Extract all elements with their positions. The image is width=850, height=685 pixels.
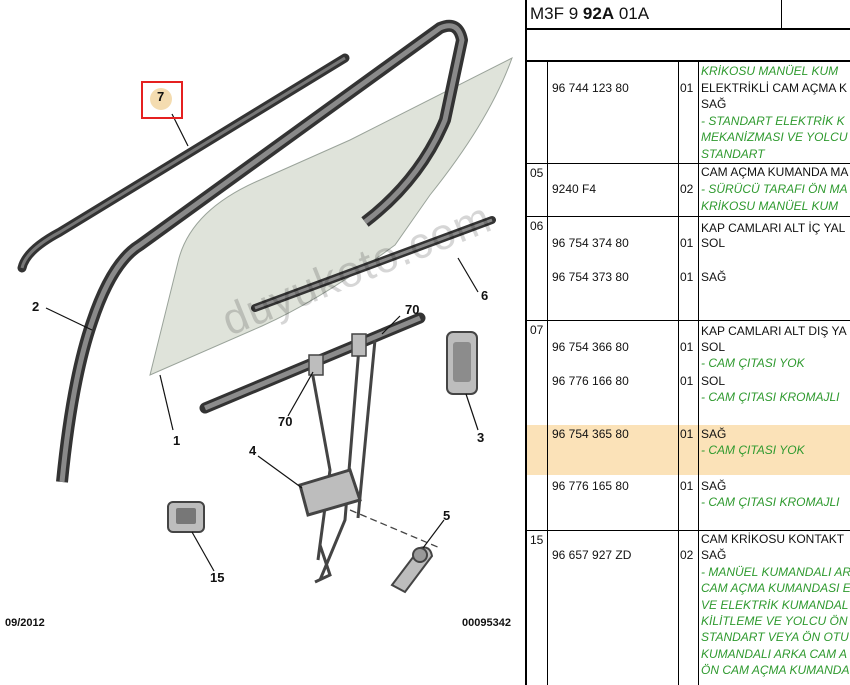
leader-7	[171, 113, 189, 147]
ref-number: 07	[530, 323, 544, 337]
part-number[interactable]: 96 754 366 80	[552, 340, 629, 354]
parts-subheader	[527, 28, 850, 62]
diagram-number: 00095342	[462, 617, 511, 629]
callout-70b[interactable]: 70	[278, 414, 293, 429]
part-note: KUMANDALI ARKA CAM A	[701, 646, 848, 661]
part-note: VE ELEKTRİK KUMANDAL	[701, 597, 849, 612]
part-number[interactable]: 96 754 374 80	[552, 236, 629, 250]
part-description: SAĞ	[701, 97, 727, 111]
part-note: - CAM ÇITASI KROMAJLI	[701, 495, 840, 509]
part-number[interactable]: 96 776 166 80	[552, 374, 629, 388]
quantity: 01	[680, 340, 694, 354]
window-crank-handle	[390, 546, 434, 594]
parts-list-panel: M3F 9 92A 01A KRİKOSU MANÜEL KUM 96 744 1…	[525, 0, 850, 685]
callout-4[interactable]: 4	[249, 443, 257, 458]
callout-6[interactable]: 6	[481, 288, 489, 303]
part-note: - MANÜEL KUMANDALI AR	[701, 564, 850, 579]
part-number[interactable]: 96 776 165 80	[552, 479, 629, 493]
model-code: M3F 9 92A 01A	[530, 4, 650, 23]
callout-3[interactable]: 3	[477, 430, 485, 445]
glass-clip	[308, 354, 324, 376]
part-description: SAĞ	[701, 548, 727, 563]
exploded-view-drawing	[17, 19, 513, 594]
part-description: CAM KRİKOSU KONTAKT	[701, 532, 845, 546]
quantity: 02	[680, 182, 694, 196]
ref-number: 15	[530, 533, 544, 547]
part-description: CAM AÇMA KUMANDA MA	[701, 165, 849, 179]
part-description: ELEKTRİKLİ CAM AÇMA K	[701, 80, 848, 95]
selected-callout-marker	[150, 88, 172, 110]
part-description: SAĞ	[701, 270, 727, 284]
part-note: STANDART	[701, 146, 765, 161]
regulator-motor	[446, 331, 478, 395]
quantity: 01	[680, 236, 694, 250]
leader-6	[457, 257, 479, 293]
leader-2	[45, 307, 93, 331]
parts-header: M3F 9 92A 01A	[527, 0, 850, 30]
callout-1[interactable]: 1	[173, 433, 181, 448]
quantity: 01	[680, 374, 694, 388]
part-description: SAĞ	[701, 479, 727, 493]
leader-5	[422, 519, 445, 549]
leader-4	[257, 455, 303, 489]
part-description: KAP CAMLARI ALT DIŞ YA	[701, 324, 847, 338]
part-note: KİLİTLEME VE YOLCU ÖN	[701, 614, 848, 628]
leader-70	[381, 315, 401, 335]
callout-70[interactable]: 70	[405, 302, 420, 317]
part-note: ÖN CAM AÇMA KUMANDA	[701, 663, 850, 678]
quantity: 02	[680, 548, 694, 563]
part-description: KAP CAMLARI ALT İÇ YAL	[701, 221, 846, 235]
part-note: KRİKOSU MANÜEL KUM	[701, 199, 839, 213]
part-note: MEKANİZMASI VE YOLCU	[701, 130, 848, 144]
window-regulator	[298, 334, 377, 584]
callout-5[interactable]: 5	[443, 508, 451, 523]
part-note: STANDART VEYA ÖN OTU	[701, 630, 849, 645]
callout-2[interactable]: 2	[32, 299, 40, 314]
part-number[interactable]: 9240 F4	[552, 182, 597, 196]
quantity: 01	[680, 427, 694, 441]
parts-diagram: 7 2 70 6 1 70 3 4 5 15 duyukoto.com 09/2…	[5, 19, 513, 629]
diagram-date: 09/2012	[5, 617, 45, 629]
part-note: - CAM ÇITASI KROMAJLI	[701, 390, 840, 404]
glass-pane	[149, 56, 513, 376]
leader-3	[465, 393, 479, 431]
part-note: - STANDART ELEKTRİK K	[701, 113, 845, 128]
part-number[interactable]: 96 744 123 80	[552, 80, 629, 95]
leader-15	[191, 531, 215, 572]
quantity: 01	[680, 479, 694, 493]
part-description: SOL	[701, 374, 726, 388]
leader-1	[159, 374, 174, 431]
quantity: 01	[680, 80, 694, 95]
part-description: SOL	[701, 340, 726, 354]
part-description: SOL	[701, 236, 726, 250]
glass-clip	[351, 333, 367, 357]
part-note: - CAM ÇITASI YOK	[701, 356, 805, 370]
part-number[interactable]: 96 754 365 80	[552, 427, 629, 441]
window-switch	[167, 501, 205, 533]
selected-callout-frame	[141, 81, 183, 119]
part-note: KRİKOSU MANÜEL KUM	[701, 64, 839, 78]
part-description: SAĞ	[701, 427, 727, 441]
part-number[interactable]: 96 754 373 80	[552, 270, 629, 284]
leader-70b	[287, 371, 314, 417]
ref-number: 05	[530, 166, 544, 180]
selected-row-highlight	[527, 425, 850, 475]
part-note: - SÜRÜCÜ TARAFI ÖN MA	[701, 182, 848, 196]
callout-7[interactable]: 7	[157, 89, 165, 104]
callout-15[interactable]: 15	[210, 570, 225, 585]
part-number[interactable]: 96 657 927 ZD	[552, 548, 632, 563]
part-note: CAM AÇMA KUMANDASI E	[701, 581, 850, 596]
ref-number: 06	[530, 219, 544, 233]
quantity: 01	[680, 270, 694, 284]
part-note: - CAM ÇITASI YOK	[701, 443, 805, 457]
